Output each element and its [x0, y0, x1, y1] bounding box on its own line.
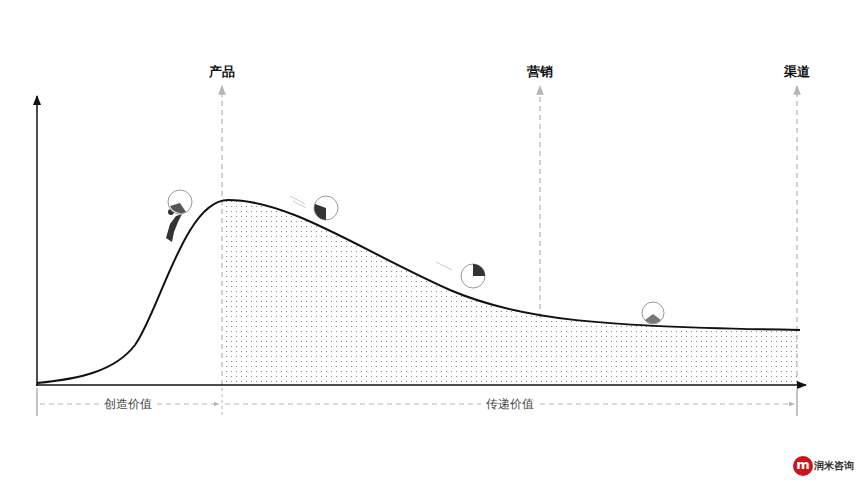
tick	[222, 388, 223, 416]
dashed-arrow	[539, 86, 540, 318]
range-label: 传递价值	[481, 397, 539, 411]
boulder	[642, 302, 664, 324]
range-label: 创造价值	[99, 397, 157, 411]
logo-mark: m	[796, 457, 810, 473]
x-axis	[36, 384, 806, 386]
stage-label: 产品	[209, 64, 235, 80]
stage-label: 渠道	[784, 64, 810, 80]
boulder	[436, 262, 485, 288]
tick	[797, 388, 798, 416]
boulder	[290, 196, 338, 220]
y-axis	[36, 96, 38, 386]
stage-label: 营销	[527, 64, 553, 80]
dashed-arrow	[221, 86, 222, 385]
boulder	[168, 190, 192, 214]
logo-circle	[793, 456, 813, 476]
logo-text: 润米咨询	[814, 460, 854, 472]
dashed-arrow	[796, 86, 797, 385]
value-curve	[37, 200, 800, 383]
dotted-area	[222, 200, 800, 385]
tick	[37, 388, 38, 416]
